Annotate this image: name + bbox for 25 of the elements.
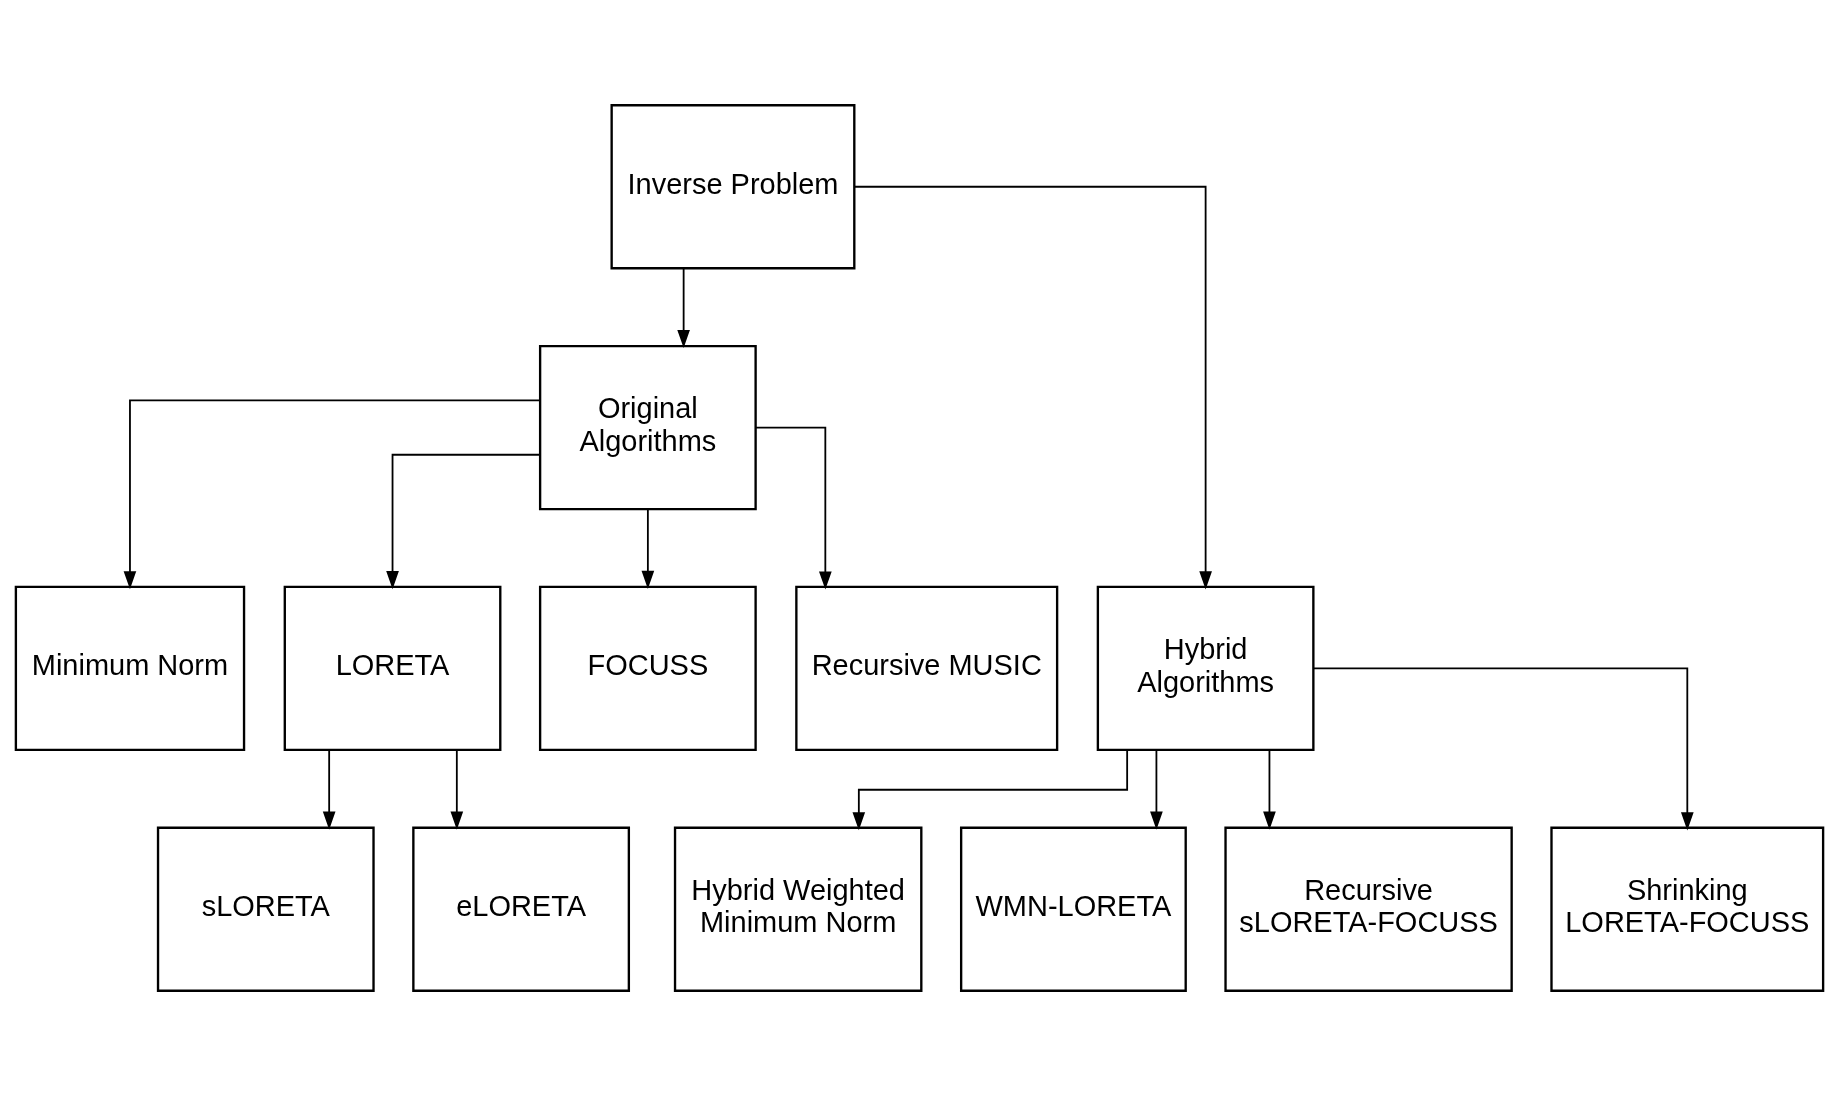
arrow: [677, 266, 690, 348]
arrow: [1312, 667, 1694, 830]
node-box: Minimum Norm: [14, 585, 246, 751]
node-box: Recursive MUSIC: [795, 585, 1059, 751]
arrow: [386, 453, 541, 589]
node-box: Shrinking LORETA-FOCUSS: [1550, 826, 1825, 992]
node-box: Hybrid Weighted Minimum Norm: [673, 826, 923, 992]
arrow: [852, 748, 1129, 830]
arrow: [450, 748, 464, 830]
arrow: [1150, 748, 1163, 830]
node-box: LORETA: [283, 585, 502, 751]
arrow: [1263, 748, 1276, 830]
node-box: FOCUSS: [538, 585, 757, 751]
node-box: Hybrid Algorithms: [1096, 585, 1315, 751]
node-box: WMN-LORETA: [959, 826, 1187, 992]
arrow: [322, 748, 336, 830]
node-box: Recursive sLORETA-FOCUSS: [1224, 826, 1513, 992]
arrow: [641, 507, 655, 589]
node-box: Original Algorithms: [538, 344, 757, 510]
arrow: [123, 399, 541, 589]
arrow: [853, 185, 1212, 589]
node-box: Inverse Problem: [610, 103, 856, 269]
node-box: sLORETA: [156, 826, 375, 992]
arrow: [754, 426, 832, 590]
node-box: eLORETA: [412, 826, 631, 992]
